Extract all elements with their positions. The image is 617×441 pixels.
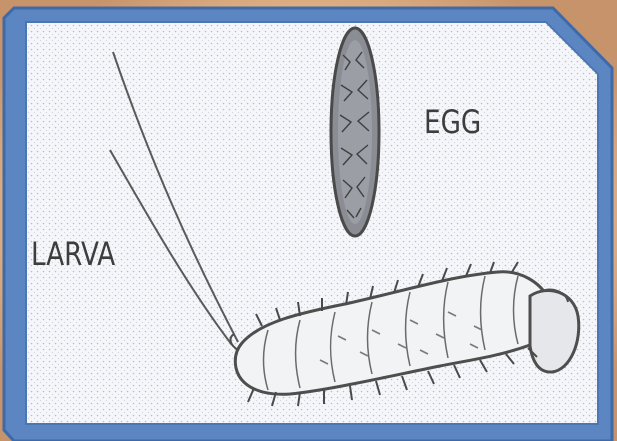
egg-label: EGG: [424, 106, 481, 138]
larva-label: LARVA: [31, 238, 115, 270]
egg-drawing: [331, 28, 379, 236]
